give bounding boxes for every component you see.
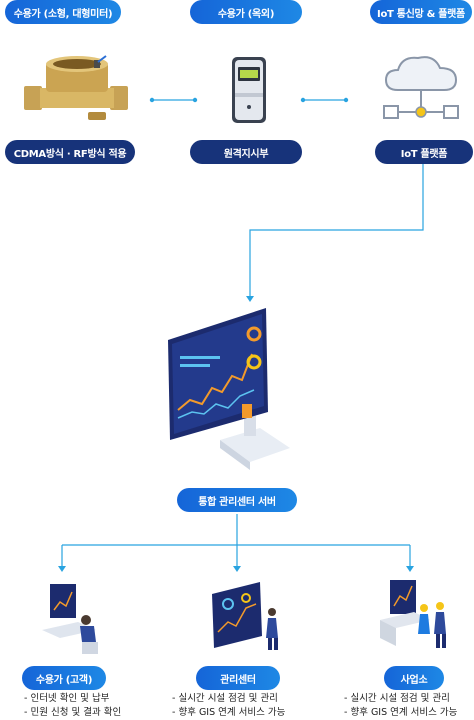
list-item: - 실시간 시설 점검 및 관리: [172, 693, 278, 704]
caption-meter: CDMA방식 · RF방식 적용: [5, 140, 135, 164]
top-label-reader: 수용가 (옥외): [190, 0, 302, 24]
list-item: - 향후 GIS 연계 서비스 가능: [172, 707, 286, 718]
cloud-network-icon: [383, 56, 459, 119]
office-workers-icon: [380, 580, 446, 648]
dashboard-monitor-icon: [168, 308, 290, 470]
top-label-iot: IoT 통신망 & 플랫폼: [370, 0, 472, 24]
bottom-label-office: 사업소: [384, 666, 444, 690]
management-list: - 실시간 시설 점검 및 관리 - 향후 GIS 연계 서비스 가능: [172, 692, 285, 720]
list-item: - 민원 신청 및 결과 확인: [24, 707, 122, 718]
office-list: - 실시간 시설 점검 및 관리 - 향후 GIS 연계 서비스 가능: [344, 692, 457, 720]
bottom-label-management: 관리센터: [196, 666, 280, 690]
remote-reader-icon: [232, 57, 266, 123]
customer-laptop-icon: [42, 584, 98, 654]
center-label: 통합 관리센터 서버: [177, 488, 297, 512]
connector-center-bottom: [61, 514, 411, 568]
list-item: - 인터넷 확인 및 납부: [24, 693, 110, 704]
bottom-label-customer: 수용가 (고객): [22, 666, 106, 690]
list-item: - 향후 GIS 연계 서비스 가능: [344, 707, 458, 718]
connector-iot-center: [249, 164, 424, 300]
list-item: - 실시간 시설 점검 및 관리: [344, 693, 450, 704]
management-monitor-icon: [212, 582, 278, 650]
top-label-meter: 수용가 (소형, 대형미터): [5, 0, 121, 24]
caption-iot: IoT 플랫폼: [375, 140, 473, 164]
caption-reader: 원격지시부: [190, 140, 302, 164]
customer-list: - 인터넷 확인 및 납부 - 민원 신청 및 결과 확인: [24, 692, 121, 720]
water-meter-icon: [24, 55, 128, 120]
